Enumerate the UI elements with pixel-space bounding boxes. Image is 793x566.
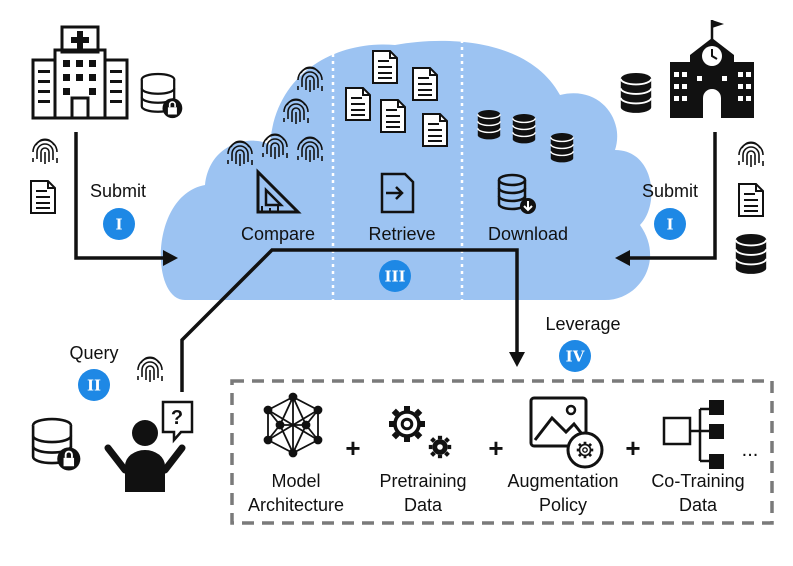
output-label-augmentation-2: Policy xyxy=(539,495,587,515)
step-badge-cloud: III xyxy=(379,260,411,292)
output-label-model-2: Architecture xyxy=(248,495,344,515)
fingerprint-icon xyxy=(32,138,58,165)
output-label-cotraining: Co-Training xyxy=(651,471,744,491)
submit-arrow-left xyxy=(74,132,163,260)
document-icon xyxy=(345,87,371,121)
step-badge-submit-right: I xyxy=(654,208,686,240)
svg-text:IV: IV xyxy=(566,348,585,366)
output-label-pretraining-2: Data xyxy=(404,495,443,515)
cloud xyxy=(160,40,652,301)
svg-text:III: III xyxy=(384,268,405,286)
arrowhead xyxy=(163,250,178,266)
database-icon xyxy=(512,113,536,145)
output-label-augmentation: Augmentation xyxy=(507,471,618,491)
hospital-icon xyxy=(31,25,129,120)
svg-text:II: II xyxy=(87,377,101,395)
hierarchy-icon xyxy=(662,400,724,469)
section-label-retrieve: Retrieve xyxy=(368,224,435,244)
plus-sign: + xyxy=(488,433,503,463)
database-icon xyxy=(734,233,768,275)
output-label-cotraining-2: Data xyxy=(679,495,718,515)
section-label-download: Download xyxy=(488,224,568,244)
school-icon xyxy=(670,20,754,118)
output-label-pretraining: Pretraining xyxy=(379,471,466,491)
arrowhead xyxy=(509,352,525,367)
plus-sign: + xyxy=(625,433,640,463)
section-label-compare: Compare xyxy=(241,224,315,244)
submit-label-right: Submit xyxy=(642,181,698,201)
step-badge-leverage: IV xyxy=(559,340,591,372)
neural-network-icon xyxy=(263,392,323,458)
svg-text:I: I xyxy=(666,216,673,234)
document-icon xyxy=(412,67,438,101)
retrieve-icon xyxy=(380,172,415,214)
document-icon xyxy=(738,183,764,217)
output-label-model: Model xyxy=(271,471,320,491)
query-label: Query xyxy=(69,343,118,363)
submit-arrow-right xyxy=(630,132,717,260)
document-icon xyxy=(372,50,398,84)
locked-database-icon xyxy=(140,72,184,120)
query-leverage-path xyxy=(180,248,519,392)
document-icon xyxy=(30,180,56,214)
locked-database-icon xyxy=(31,417,82,472)
database-icon xyxy=(619,72,653,114)
fingerprint-icon xyxy=(137,356,163,383)
database-icon xyxy=(477,109,501,141)
submit-label-left: Submit xyxy=(90,181,146,201)
svg-text:?: ? xyxy=(171,407,183,429)
set-square-icon xyxy=(256,168,302,214)
download-icon xyxy=(497,173,536,214)
gear-icon xyxy=(389,406,452,459)
step-badge-query: II xyxy=(78,369,110,401)
fingerprint-icon xyxy=(738,141,764,168)
outputs-box xyxy=(230,379,774,525)
ellipsis: ... xyxy=(742,439,759,461)
plus-sign: + xyxy=(345,433,360,463)
leverage-label: Leverage xyxy=(545,314,620,334)
step-badge-submit-left: I xyxy=(103,208,135,240)
user-question-icon: ? xyxy=(104,400,194,492)
svg-text:I: I xyxy=(115,216,122,234)
document-icon xyxy=(422,113,448,147)
database-icon xyxy=(550,132,574,164)
document-icon xyxy=(380,99,406,133)
image-gear-icon xyxy=(529,396,604,469)
arrowhead xyxy=(615,250,630,266)
